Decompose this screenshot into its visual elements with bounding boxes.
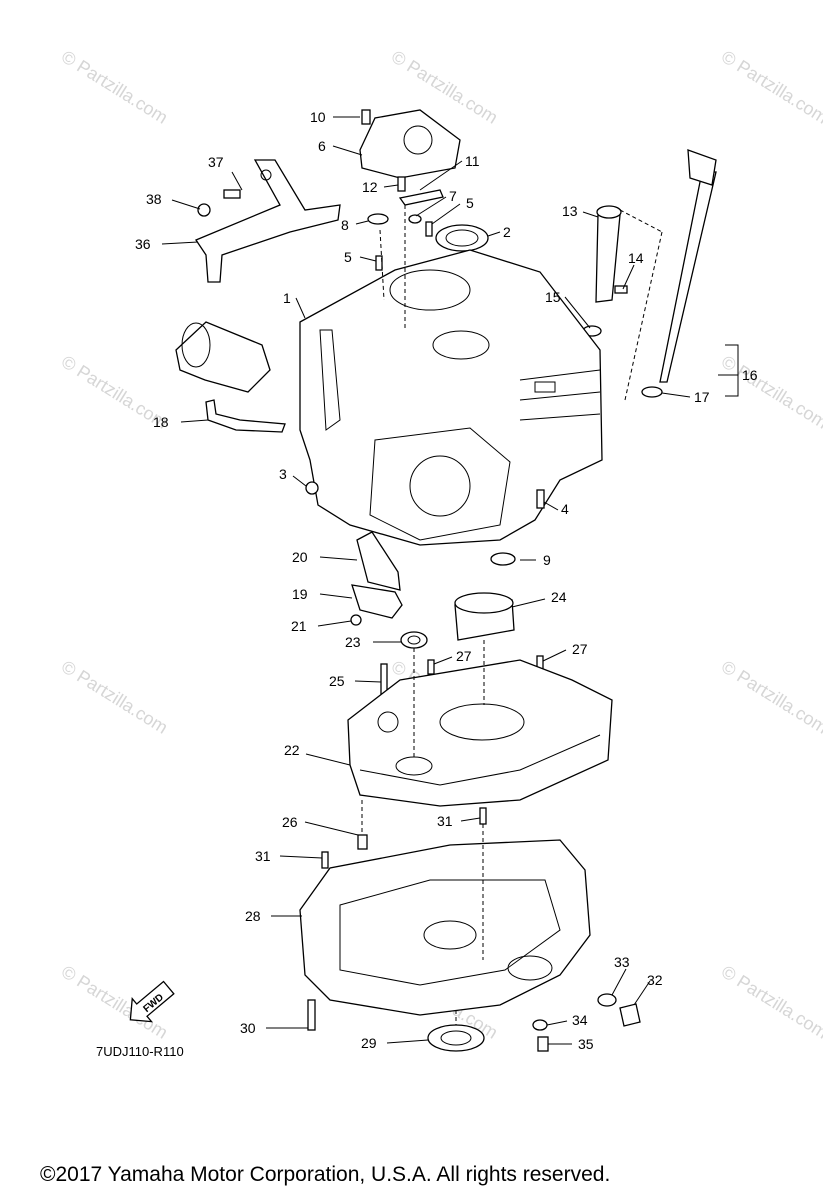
callout-23: 23	[345, 634, 361, 650]
callout-21: 21	[291, 618, 307, 634]
diagram-code: 7UDJ110-R110	[96, 1044, 184, 1059]
bolt-part-37	[223, 189, 241, 199]
callout-25: 25	[329, 673, 345, 689]
callout-5b: 5	[344, 249, 352, 265]
nut-part-38	[197, 203, 211, 217]
callout-31b: 31	[437, 813, 453, 829]
callout-16: 16	[742, 367, 758, 383]
bracket-part-36	[195, 159, 341, 283]
dowel-part-27	[427, 659, 435, 675]
bolt-part-35	[537, 1036, 549, 1052]
callout-34: 34	[572, 1012, 588, 1028]
oring-part-9	[490, 552, 516, 566]
dowel-part-5	[375, 255, 383, 271]
hose-part-18	[205, 399, 286, 433]
cylinder-block-part-1	[299, 249, 603, 546]
callout-22: 22	[284, 742, 300, 758]
callout-38: 38	[146, 191, 162, 207]
watermark: © Partzilla.com	[58, 46, 171, 127]
callout-32: 32	[647, 972, 663, 988]
callout-8: 8	[341, 217, 349, 233]
oil-seal-part-2	[435, 224, 489, 252]
callout-6: 6	[318, 138, 326, 154]
drain-plug-part-32	[619, 1003, 641, 1027]
watermark: © Partzilla.com	[58, 656, 171, 737]
dowel-part-31	[479, 807, 487, 825]
dowel-part-31	[321, 851, 329, 869]
callout-27: 27	[456, 648, 472, 664]
callout-15: 15	[545, 289, 561, 305]
bolt-part-12	[397, 176, 406, 192]
dipstick-part-16	[659, 171, 717, 383]
callout-18: 18	[153, 414, 169, 430]
leader-lines	[161, 116, 739, 1045]
callout-10: 10	[310, 109, 326, 125]
washer-part-7	[408, 214, 422, 224]
callout-5: 5	[466, 195, 474, 211]
watermark: © Partzilla.com	[718, 656, 823, 737]
oil-pan-part-28	[299, 839, 591, 1016]
callout-35: 35	[578, 1036, 594, 1052]
callout-12: 12	[362, 179, 378, 195]
hose-cover	[175, 321, 271, 393]
gasket-part-19	[351, 584, 403, 619]
bearing-part-23	[400, 631, 428, 649]
callout-7: 7	[449, 188, 457, 204]
dowel-part-5	[425, 221, 433, 237]
callout-24: 24	[551, 589, 567, 605]
callout-33: 33	[614, 954, 630, 970]
callout-19: 19	[292, 586, 308, 602]
watermark: © Partzilla.com	[718, 351, 823, 432]
callout-31: 31	[255, 848, 271, 864]
callout-37: 37	[208, 154, 224, 170]
plug-part-3	[305, 481, 319, 495]
callout-28: 28	[245, 908, 261, 924]
bolt-part-21	[350, 614, 362, 626]
callout-27b: 27	[572, 641, 588, 657]
callout-26: 26	[282, 814, 298, 830]
gasket-part-33	[597, 993, 617, 1007]
watermark: © Partzilla.com	[718, 46, 823, 127]
copyright-notice: ©2017 Yamaha Motor Corporation, U.S.A. A…	[40, 1163, 611, 1186]
bolt-part-14	[614, 285, 628, 294]
crankcase-part-22	[347, 659, 613, 807]
callout-13: 13	[562, 203, 578, 219]
callouts: 1 2 3 4 5 5 6 7 8 9 10 11 12 13 14 15 16…	[135, 109, 758, 1052]
cover-part-6	[359, 109, 461, 179]
callout-20: 20	[292, 549, 308, 565]
bolt-part-30	[307, 999, 316, 1031]
callout-30: 30	[240, 1020, 256, 1036]
callout-36: 36	[135, 236, 151, 252]
seal-part-29	[427, 1024, 485, 1052]
callout-17: 17	[694, 389, 710, 405]
part-drawings: FWD	[129, 109, 717, 1052]
oring-part-8	[367, 213, 389, 225]
bolt-part-10	[361, 109, 371, 125]
callout-4: 4	[561, 501, 569, 517]
bracket-part-11	[398, 189, 444, 206]
oring-part-17	[641, 386, 663, 398]
plate-part-20	[356, 531, 401, 591]
callout-3: 3	[279, 466, 287, 482]
callout-14: 14	[628, 250, 644, 266]
washer-part-34	[532, 1019, 548, 1031]
callout-29: 29	[361, 1035, 377, 1051]
watermark: © Partzilla.com	[718, 961, 823, 1042]
callout-2: 2	[503, 224, 511, 240]
callout-9: 9	[543, 552, 551, 568]
bolt-part-4	[536, 489, 545, 509]
bolt-part-26	[357, 834, 368, 850]
callout-1: 1	[283, 290, 291, 306]
callout-11: 11	[465, 153, 480, 169]
